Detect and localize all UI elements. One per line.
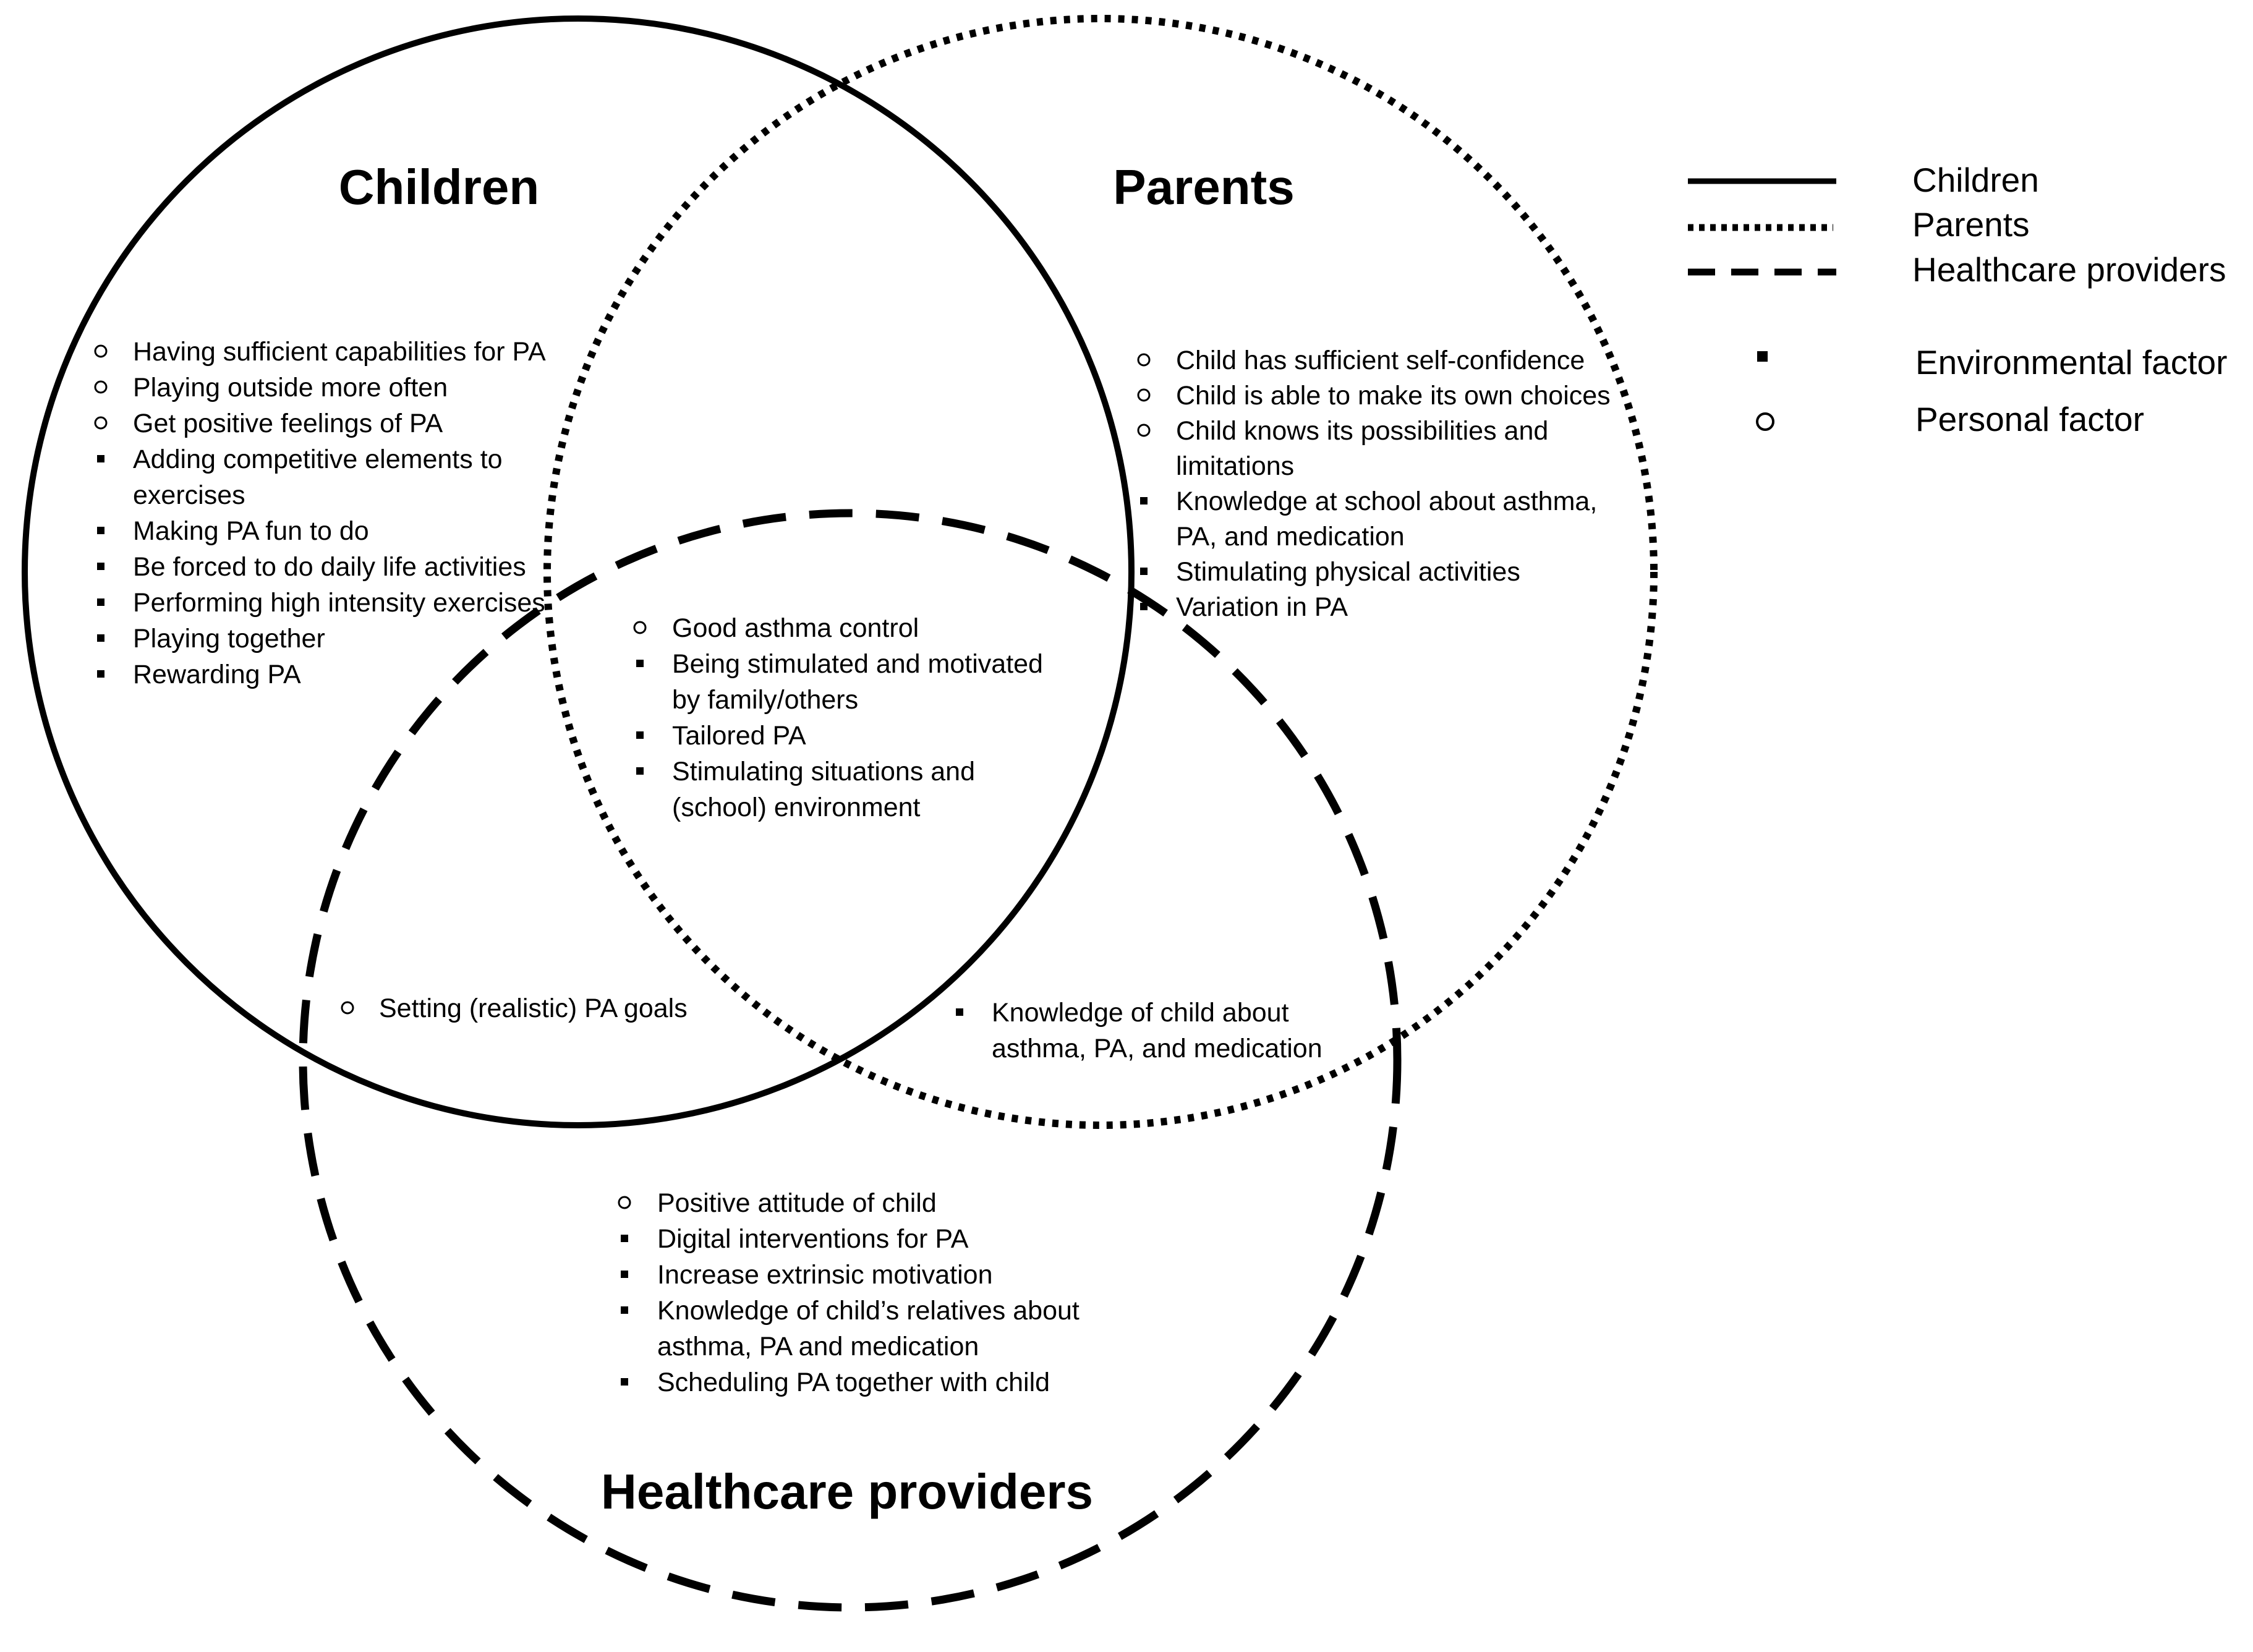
- factor-item-text: by family/others: [672, 685, 858, 715]
- factor-item-text: Variation in PA: [1176, 592, 1348, 622]
- parents-only-items: Child has sufficient self-confidenceChil…: [1137, 346, 1611, 622]
- environmental-factor-bullet: [621, 1235, 628, 1242]
- factor-item-text: Tailored PA: [672, 721, 806, 751]
- environmental-factor-bullet: [956, 1008, 963, 1016]
- factor-item-text: Knowledge of child about: [992, 998, 1289, 1028]
- personal-factor-bullet: [1137, 388, 1151, 402]
- factor-item-text: Making PA fun to do: [133, 516, 369, 546]
- legend: Children Parents Healthcare providers En…: [1688, 161, 2227, 438]
- environmental-factor-bullet: [1140, 497, 1148, 505]
- children-only-items: Having sufficient capabilities for PA Pla…: [94, 337, 546, 689]
- environmental-factor-bullet: [636, 731, 644, 739]
- legend-circle-marker: [1756, 412, 1774, 431]
- factor-item-text: Rewarding PA: [133, 660, 301, 689]
- factor-item-text: exercises: [133, 480, 245, 510]
- factor-item-text: Good asthma control: [672, 613, 919, 643]
- legend-square-marker: [1757, 351, 1768, 362]
- factor-item-text: asthma, PA and medication: [657, 1332, 979, 1361]
- personal-factor-bullet: [341, 1001, 354, 1015]
- factor-item-text: Having sufficient capabilities for PA: [133, 337, 546, 367]
- personal-factor-bullet: [1137, 424, 1151, 437]
- environmental-factor-bullet: [97, 670, 104, 678]
- legend-label-environmental: Environmental factor: [1915, 343, 2227, 381]
- environmental-factor-bullet: [97, 455, 104, 462]
- factor-item-text: PA, and medication: [1176, 522, 1405, 551]
- environmental-factor-bullet: [1140, 603, 1148, 610]
- personal-factor-bullet: [618, 1196, 631, 1209]
- factor-item-text: Setting (realistic) PA goals: [379, 994, 688, 1023]
- factor-item-text: Knowledge at school about asthma,: [1176, 487, 1597, 516]
- factor-item-text: Playing together: [133, 624, 325, 654]
- legend-label-children: Children: [1912, 161, 2039, 199]
- personal-factor-bullet: [94, 344, 108, 358]
- environmental-factor-bullet: [97, 563, 104, 570]
- factor-item-text: Positive attitude of child: [657, 1188, 937, 1218]
- personal-factor-bullet: [94, 380, 108, 394]
- environmental-factor-bullet: [621, 1306, 628, 1314]
- factor-item-text: Playing outside more often: [133, 373, 448, 402]
- factor-item-text: Child is able to make its own choices: [1176, 381, 1611, 411]
- environmental-factor-bullet: [97, 634, 104, 642]
- children-circle: [22, 15, 1135, 1128]
- factor-item-text: Increase extrinsic motivation: [657, 1260, 993, 1290]
- parents-circle: [543, 15, 1658, 1129]
- environmental-factor-bullet: [621, 1378, 628, 1386]
- factor-item-text: Being stimulated and motivated: [672, 649, 1043, 679]
- children-title: Children: [339, 160, 539, 215]
- environmental-factor-bullet: [621, 1271, 628, 1278]
- factor-item-text: Scheduling PA together with child: [657, 1368, 1050, 1397]
- factor-item-text: Child has sufficient self-confidence: [1176, 346, 1585, 375]
- legend-label-personal: Personal factor: [1915, 400, 2144, 438]
- environmental-factor-bullet: [636, 767, 644, 775]
- factor-item-text: Stimulating situations and: [672, 757, 975, 786]
- factor-item-text: Adding competitive elements to: [133, 445, 503, 474]
- factor-item-text: limitations: [1176, 451, 1294, 481]
- environmental-factor-bullet: [1140, 568, 1148, 575]
- parents-healthcare-items: Knowledge of child about asthma, PA, and …: [956, 998, 1322, 1063]
- factor-item-text: Knowledge of child’s relatives about: [657, 1296, 1080, 1326]
- factor-item-text: Stimulating physical activities: [1176, 557, 1520, 587]
- children-healthcare-items: Setting (realistic) PA goals: [341, 994, 688, 1023]
- personal-factor-bullet: [1137, 353, 1151, 367]
- healthcare-circle: [299, 509, 1402, 1612]
- parents-title: Parents: [1113, 160, 1294, 215]
- personal-factor-bullet: [94, 416, 108, 430]
- factor-item-text: Get positive feelings of PA: [133, 409, 443, 438]
- factor-item-text: asthma, PA, and medication: [992, 1034, 1322, 1063]
- environmental-factor-bullet: [97, 527, 104, 534]
- legend-label-healthcare: Healthcare providers: [1912, 250, 2226, 289]
- factor-item-text: Performing high intensity exercises: [133, 588, 545, 618]
- factor-item-text: (school) environment: [672, 793, 921, 822]
- factor-item-text: Digital interventions for PA: [657, 1224, 969, 1254]
- environmental-factor-bullet: [636, 660, 644, 667]
- legend-label-parents: Parents: [1912, 205, 2030, 244]
- factor-item-text: Child knows its possibilities and: [1176, 416, 1548, 446]
- healthcare-title: Healthcare providers: [601, 1464, 1093, 1519]
- factor-item-text: Be forced to do daily life activities: [133, 552, 526, 582]
- personal-factor-bullet: [633, 621, 647, 634]
- environmental-factor-bullet: [97, 598, 104, 606]
